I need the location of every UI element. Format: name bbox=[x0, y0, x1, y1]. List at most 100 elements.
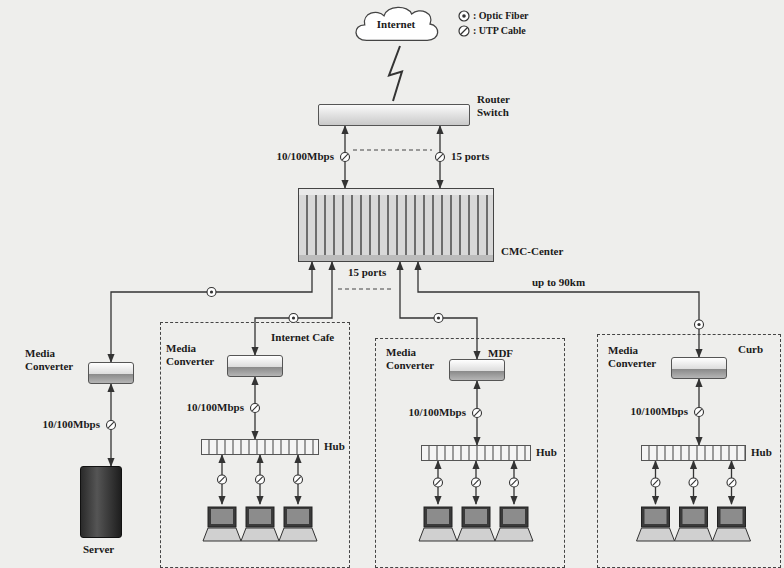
node-label: CMC-Center bbox=[501, 245, 563, 258]
laptop-base bbox=[241, 528, 279, 541]
node-label: Hub bbox=[324, 440, 345, 453]
laptop-screen bbox=[642, 507, 670, 527]
symbol-slash bbox=[435, 480, 441, 486]
laptop-base bbox=[279, 528, 317, 541]
media-converter: Media Converter bbox=[671, 357, 727, 379]
symbol-slash bbox=[257, 477, 263, 483]
laptop-screen bbox=[500, 507, 528, 527]
symbol-slash bbox=[473, 480, 479, 486]
laptop-display bbox=[211, 509, 233, 524]
node-label: Hub bbox=[751, 446, 772, 459]
media-converter: Media Converter bbox=[449, 359, 505, 381]
utp-symbol bbox=[218, 475, 227, 484]
symbol-dot bbox=[210, 290, 213, 293]
dashed-bracket bbox=[353, 149, 432, 150]
utp-symbol bbox=[256, 475, 265, 484]
symbol-slash bbox=[295, 477, 301, 483]
utp-symbol bbox=[436, 153, 445, 162]
node-label: Media Converter bbox=[25, 347, 83, 372]
dashed-bracket bbox=[338, 288, 394, 289]
symbol-slash bbox=[461, 28, 467, 34]
fiber-symbol bbox=[207, 288, 216, 297]
lightning-link bbox=[389, 46, 402, 101]
node-label: Internet bbox=[350, 4, 442, 44]
symbol-dot bbox=[697, 323, 700, 326]
laptop-display bbox=[427, 509, 449, 524]
node-label: Server bbox=[83, 543, 114, 556]
laptop-base bbox=[713, 528, 751, 541]
edge-label: 10/100Mbps bbox=[407, 406, 468, 419]
node-label: Curb bbox=[738, 343, 763, 356]
laptop-screen bbox=[284, 507, 312, 527]
node-label: Router Switch bbox=[477, 93, 529, 118]
utp-symbol bbox=[434, 478, 443, 487]
symbol-ring bbox=[459, 26, 469, 36]
legend-text: : UTP Cable bbox=[473, 25, 526, 37]
symbol-slash bbox=[653, 480, 659, 486]
utp-symbol bbox=[689, 478, 698, 487]
laptop-display bbox=[645, 509, 667, 524]
router-switch: Router Switch bbox=[318, 104, 470, 126]
laptop-screen bbox=[424, 507, 452, 527]
cable-line bbox=[418, 262, 699, 357]
symbol-slash bbox=[729, 480, 735, 486]
utp-symbol bbox=[472, 478, 481, 487]
fiber-symbol bbox=[458, 10, 470, 22]
cmc-center-chassis: CMC-Center bbox=[298, 188, 494, 262]
internet-cloud: Internet bbox=[350, 4, 442, 44]
legend-text: : Optic Fiber bbox=[473, 10, 529, 22]
laptop-base bbox=[203, 528, 241, 541]
symbol-slash bbox=[691, 480, 697, 486]
symbol-slash bbox=[511, 480, 517, 486]
fiber-symbol bbox=[695, 320, 704, 329]
hub: Hub bbox=[201, 439, 319, 455]
port-count-label: 15 ports bbox=[346, 266, 388, 279]
site-group: Internet CafeMedia ConverterHub bbox=[160, 322, 350, 568]
laptop-base bbox=[495, 528, 533, 541]
symbol-slash bbox=[219, 477, 225, 483]
symbol-dot bbox=[292, 316, 295, 319]
edge-label: 10/100Mbps bbox=[629, 405, 690, 418]
symbol-slash bbox=[696, 409, 702, 415]
edge-label: up to 90km bbox=[530, 276, 587, 289]
laptop-display bbox=[721, 509, 743, 524]
legend-row: : Optic Fiber bbox=[458, 10, 529, 22]
media-converter: Media Converter bbox=[227, 355, 283, 377]
utp-symbol bbox=[458, 25, 470, 37]
hub: Hub bbox=[421, 445, 531, 461]
utp-symbol bbox=[294, 475, 303, 484]
laptop-display bbox=[249, 509, 271, 524]
node-label: MDF bbox=[488, 347, 513, 360]
laptop-screen bbox=[208, 507, 236, 527]
node-label: Media Converter bbox=[608, 344, 666, 369]
node-label: Internet Cafe bbox=[271, 331, 334, 344]
laptop-display bbox=[287, 509, 309, 524]
node-label: Hub bbox=[536, 446, 557, 459]
server: Server bbox=[80, 466, 122, 538]
laptop-screen bbox=[718, 507, 746, 527]
symbol-slash bbox=[437, 154, 443, 160]
laptop-display bbox=[503, 509, 525, 524]
edge-label: 10/100Mbps bbox=[185, 401, 246, 414]
media-converter: Media Converter bbox=[88, 362, 134, 384]
utp-symbol bbox=[251, 404, 260, 413]
utp-symbol bbox=[510, 478, 519, 487]
edge-label: 10/100Mbps bbox=[275, 150, 336, 163]
site-group: MDFMedia ConverterHub bbox=[375, 338, 565, 568]
laptop-screen bbox=[462, 507, 490, 527]
site-group: CurbMedia ConverterHub bbox=[597, 334, 781, 568]
laptop-base bbox=[457, 528, 495, 541]
node-label: Media Converter bbox=[166, 342, 222, 367]
symbol-slash bbox=[474, 410, 480, 416]
utp-symbol bbox=[341, 153, 350, 162]
laptop-screen bbox=[246, 507, 274, 527]
fiber-symbol bbox=[434, 314, 443, 323]
legend-row: : UTP Cable bbox=[458, 25, 526, 37]
symbol-dot bbox=[462, 14, 466, 18]
laptop-display bbox=[465, 509, 487, 524]
laptop-display bbox=[683, 509, 705, 524]
utp-symbol bbox=[651, 478, 660, 487]
laptop-base bbox=[637, 528, 675, 541]
utp-symbol bbox=[473, 409, 482, 418]
